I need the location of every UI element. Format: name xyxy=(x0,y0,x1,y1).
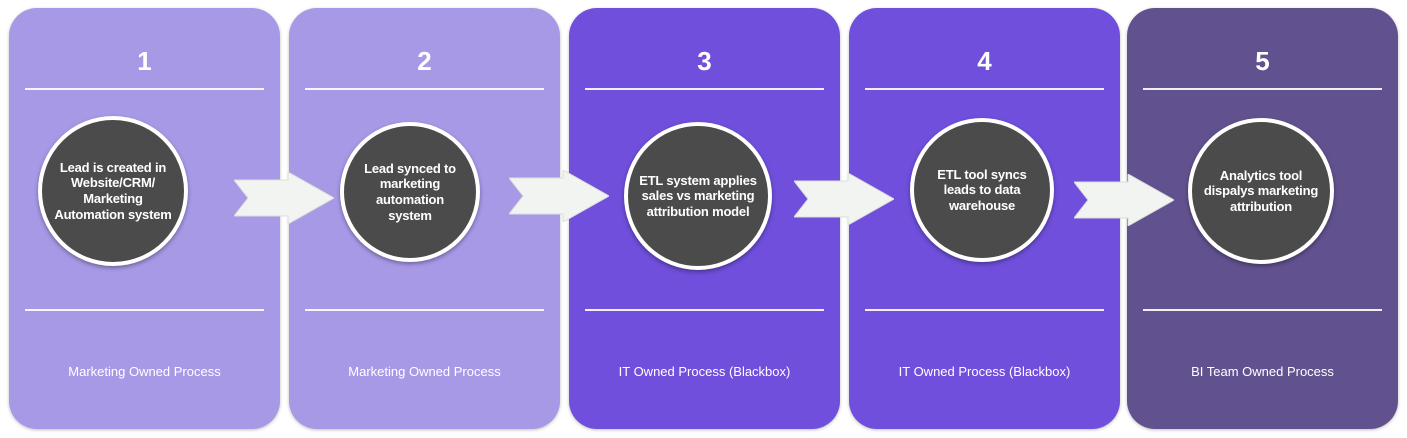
divider xyxy=(865,309,1104,311)
step-circle-5: Analytics tool dispalys marketing attrib… xyxy=(1188,118,1334,264)
divider xyxy=(1143,88,1382,90)
divider xyxy=(1143,309,1382,311)
step-circle-1: Lead is created in Website/CRM/ Marketin… xyxy=(38,116,188,266)
step-owner: IT Owned Process (Blackbox) xyxy=(898,364,1071,379)
step-owner: IT Owned Process (Blackbox) xyxy=(618,364,791,379)
divider xyxy=(585,309,824,311)
step-number: 3 xyxy=(697,46,712,76)
arrow-right-icon xyxy=(794,173,894,225)
step-description: Lead synced to marketing automation syst… xyxy=(364,160,456,223)
step-circle-3: ETL system applies sales vs marketing at… xyxy=(624,122,772,270)
step-description: ETL tool syncs leads to data warehouse xyxy=(937,166,1027,213)
divider xyxy=(585,88,824,90)
arrow-right-icon xyxy=(1074,174,1174,226)
step-description: Lead is created in Website/CRM/ Marketin… xyxy=(54,159,172,222)
divider xyxy=(25,309,264,311)
divider xyxy=(25,88,264,90)
step-circle-2: Lead synced to marketing automation syst… xyxy=(340,122,480,262)
step-owner: Marketing Owned Process xyxy=(68,364,221,379)
step-number: 5 xyxy=(1255,46,1270,76)
step-number: 4 xyxy=(977,46,992,76)
arrow-right-icon xyxy=(509,170,609,222)
divider xyxy=(305,88,544,90)
arrow-right-icon xyxy=(234,172,334,224)
step-owner: Marketing Owned Process xyxy=(348,364,501,379)
step-number: 1 xyxy=(137,46,152,76)
step-owner: BI Team Owned Process xyxy=(1191,364,1334,379)
divider xyxy=(305,309,544,311)
divider xyxy=(865,88,1104,90)
step-description: ETL system applies sales vs marketing at… xyxy=(639,172,757,219)
step-circle-4: ETL tool syncs leads to data warehouse xyxy=(910,118,1054,262)
step-number: 2 xyxy=(417,46,432,76)
step-description: Analytics tool dispalys marketing attrib… xyxy=(1203,167,1319,214)
